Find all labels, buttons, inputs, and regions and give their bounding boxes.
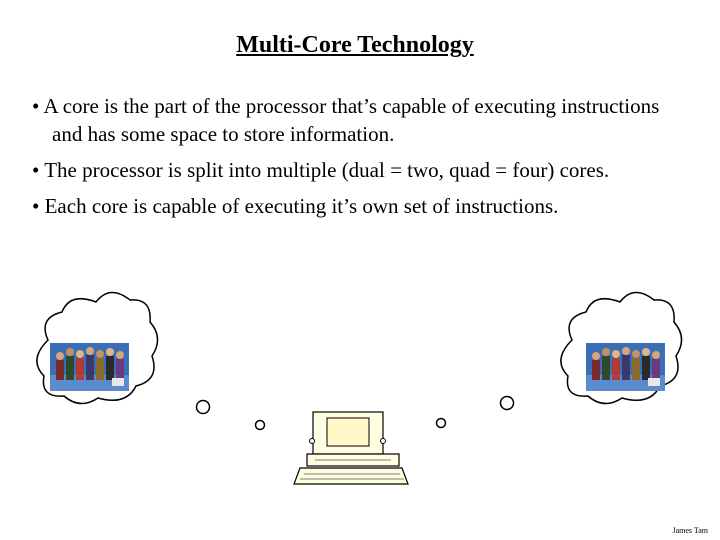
bullet-item: • A core is the part of the processor th… [32, 94, 660, 146]
people-photo-icon [586, 343, 665, 391]
bullet-list: • A core is the part of the processor th… [32, 92, 692, 228]
left-thought-cloud [36, 291, 159, 405]
people-photo-icon [50, 343, 129, 391]
slide-title: Multi-Core Technology [236, 32, 474, 58]
bullet-item: • The processor is split into multiple (… [32, 158, 610, 182]
footer-author: James Tam [672, 526, 708, 535]
thought-bubble-dot [499, 395, 515, 411]
thought-bubble-dot [254, 419, 266, 431]
computer-icon [293, 411, 409, 485]
thought-bubble-dot [195, 399, 211, 415]
right-thought-cloud [560, 291, 683, 405]
thought-bubble-dot [435, 417, 447, 429]
bullet-item: • Each core is capable of executing it’s… [32, 194, 559, 218]
